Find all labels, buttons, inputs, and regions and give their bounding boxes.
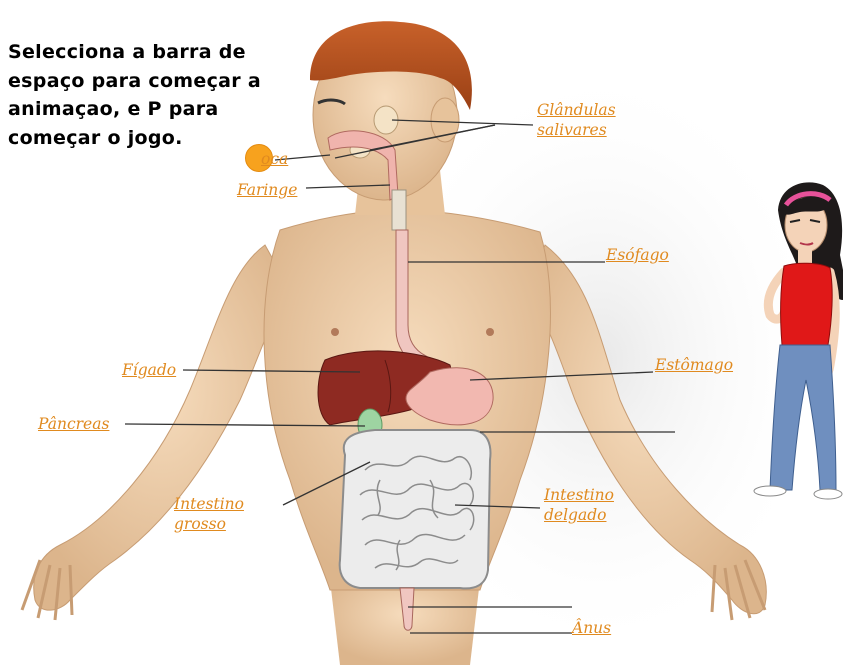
label-estomago[interactable]: Estômago	[655, 356, 733, 375]
label-line: salivares	[537, 120, 616, 140]
label-faringe[interactable]: Faringe	[237, 181, 297, 200]
label-intestino-delgado[interactable]: Intestino delgado	[544, 485, 614, 525]
label-intestino-grosso[interactable]: Intestino grosso	[174, 494, 244, 534]
label-anus[interactable]: Ânus	[572, 619, 611, 638]
label-line: Glândulas	[537, 100, 616, 120]
label-glandulas-salivares[interactable]: Glândulas salivares	[537, 100, 616, 140]
label-line: Intestino	[544, 485, 614, 505]
label-line: grosso	[174, 514, 244, 534]
label-line: delgado	[544, 505, 614, 525]
label-pancreas[interactable]: Pâncreas	[38, 415, 109, 434]
instructions-line: espaço para começar a	[8, 67, 308, 96]
label-line: Intestino	[174, 494, 244, 514]
label-figado[interactable]: Fígado	[122, 361, 176, 380]
trachea	[392, 190, 406, 230]
instructions-text: Selecciona a barra de espaço para começa…	[8, 38, 308, 152]
girl-shirt	[781, 263, 832, 345]
instructions-line: Selecciona a barra de	[8, 38, 308, 67]
instructions-line: animaçao, e P para	[8, 95, 308, 124]
label-esofago[interactable]: Esófago	[606, 246, 669, 265]
label-boca[interactable]: oca	[261, 150, 288, 169]
